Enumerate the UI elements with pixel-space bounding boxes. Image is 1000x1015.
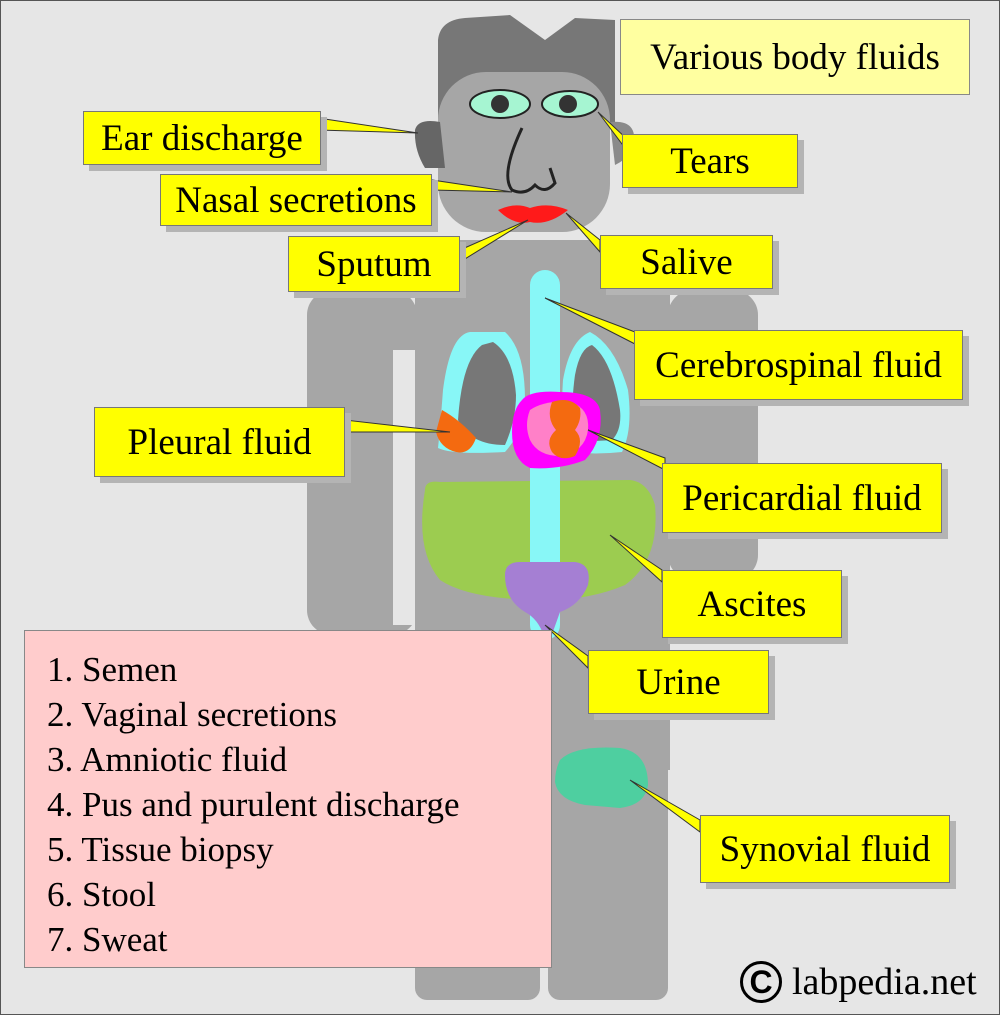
label-ascites: Ascites bbox=[662, 570, 842, 638]
other-fluids-list: 1. Semen 2. Vaginal secretions 3. Amniot… bbox=[24, 630, 552, 968]
right-pupil bbox=[559, 95, 577, 113]
right-leg bbox=[548, 620, 668, 1000]
label-synovial-fluid: Synovial fluid bbox=[700, 815, 950, 883]
label-tears: Tears bbox=[622, 134, 798, 188]
label-pleural-fluid: Pleural fluid bbox=[94, 407, 345, 477]
title-box: Various body fluids bbox=[620, 19, 970, 95]
knee-joint bbox=[555, 747, 648, 808]
pointer-nasal bbox=[431, 179, 513, 193]
copyright-icon: C bbox=[740, 961, 782, 1003]
bladder bbox=[505, 562, 589, 640]
list-item: 6. Stool bbox=[47, 875, 156, 914]
label-nasal-secretions: Nasal secretions bbox=[160, 174, 432, 226]
list-item: 3. Amniotic fluid bbox=[47, 740, 288, 779]
credit: C labpedia.net bbox=[740, 960, 977, 1004]
heart-pericardial-fluid bbox=[549, 400, 581, 459]
list-item: 1. Semen bbox=[47, 650, 178, 689]
left-arm-gap bbox=[393, 350, 415, 625]
list-item: 4. Pus and purulent discharge bbox=[47, 785, 460, 824]
pleural-effusion bbox=[436, 410, 476, 453]
credit-site: labpedia.net bbox=[792, 961, 977, 1003]
list-item: 2. Vaginal secretions bbox=[47, 695, 337, 734]
lips bbox=[498, 205, 568, 223]
label-urine: Urine bbox=[588, 650, 769, 714]
nose bbox=[506, 127, 557, 194]
pointer-pleural bbox=[344, 419, 451, 433]
pointer-sputum bbox=[459, 219, 529, 263]
label-ear-discharge: Ear discharge bbox=[83, 111, 321, 165]
left-pupil bbox=[491, 95, 509, 113]
left-ear bbox=[414, 121, 445, 168]
label-salive: Salive bbox=[600, 235, 773, 289]
list-item: 5. Tissue biopsy bbox=[47, 830, 274, 869]
list-item: 7. Sweat bbox=[47, 920, 168, 959]
label-sputum: Sputum bbox=[288, 236, 460, 292]
left-lung-inner bbox=[458, 342, 516, 445]
label-pericardial-fluid: Pericardial fluid bbox=[662, 463, 942, 533]
label-cerebrospinal-fluid: Cerebrospinal fluid bbox=[634, 330, 963, 400]
left-arm bbox=[307, 290, 417, 635]
